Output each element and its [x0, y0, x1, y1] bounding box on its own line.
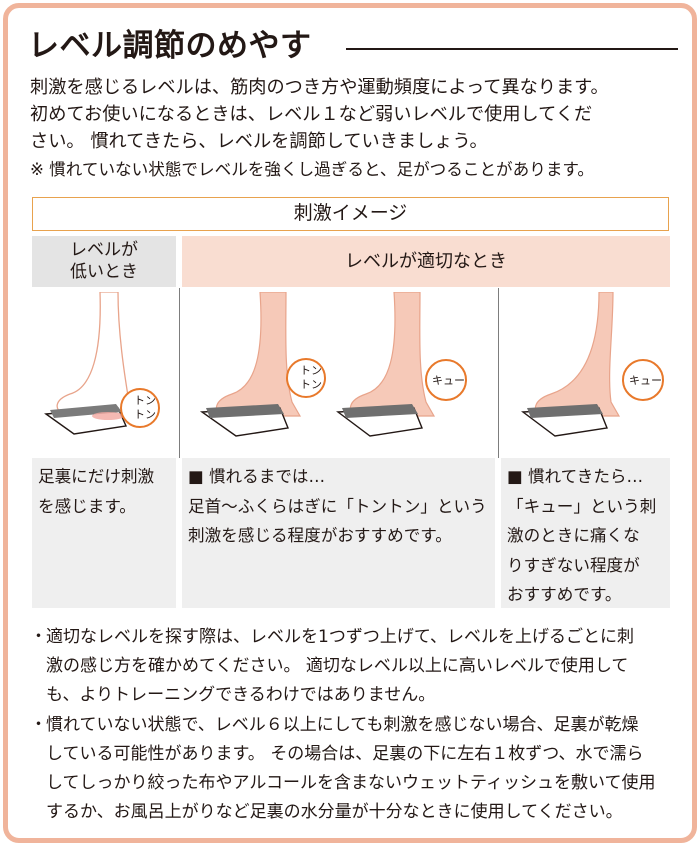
header-low-line: レベルが	[70, 240, 138, 260]
sound-effect-tonton: トン	[134, 394, 156, 407]
title-row: レベル調節のめやす	[28, 26, 678, 70]
description-line: を感じます。	[38, 496, 136, 516]
intro-paragraph: 刺激を感じるレベルは、筋肉のつき方や運動頻度によって異なります。 初めてお使いに…	[30, 74, 680, 155]
column-divider	[179, 288, 180, 458]
sound-effect-tonton: トン	[300, 378, 322, 391]
description-line: 足裏にだけ刺激	[38, 467, 155, 486]
bullet-dot: ・	[30, 627, 47, 647]
bullet-line: 適切なレベルを探す際は、レベルを1つずつ上げて、レベルを上げるごとに刺	[46, 627, 634, 647]
description-line: 「キュー」という刺	[507, 496, 657, 516]
bullet-line: してしっかり絞った布やアルコールを含まないウェットティッシュを敷いて使用	[46, 773, 656, 793]
bullet-item: ・ 慣れていない状態で、レベル６以上にしても刺激を感じない場合、足裏が乾燥 して…	[30, 711, 680, 827]
header-appropriate-level: レベルが適切なとき	[182, 236, 670, 287]
description-line: 足首～ふくらはぎに「トントン」という	[188, 496, 487, 516]
bullet-line: している可能性があります。 その場合は、足裏の下に左右１枚ずつ、水で濡ら	[46, 744, 644, 764]
caution-note: ※ 慣れていない状態でレベルを強くし過ぎると、足がつることがあります。	[30, 160, 594, 179]
sound-effect-tonton: トン	[300, 364, 322, 377]
intro-line: 刺激を感じるレベルは、筋肉のつき方や運動頻度によって異なります。	[30, 77, 609, 98]
description-getting-used: ■ 慣れるまでは… 足首～ふくらはぎに「トントン」という 刺激を感じる程度がおす…	[182, 458, 495, 608]
bullet-line: も、よりトレーニングできるわけではありません。	[46, 685, 436, 705]
bullet-line: するか、お風呂上がりなど足裏の水分量が十分なときに使用してください。	[46, 802, 623, 822]
description-line: 激のときに痛くな	[507, 526, 640, 545]
image-heading: 刺激イメージ	[32, 197, 669, 231]
description-used: ■ 慣れてきたら… 「キュー」という刺 激のときに痛くな りすぎない程度が おす…	[501, 458, 670, 608]
header-low-line: 低いとき	[70, 262, 138, 282]
foot-illustration-kyu-a: キュー	[336, 292, 467, 437]
bullet-line: 慣れていない状態で、レベル６以上にしても刺激を感じない場合、足裏が乾燥	[46, 715, 639, 735]
bullet-dot: ・	[30, 715, 47, 735]
intro-line: さい。 慣れてきたら、レベルを調節していきましょう。	[30, 131, 488, 152]
column-divider	[498, 288, 499, 458]
bullet-list: ・ 適切なレベルを探す際は、レベルを1つずつ上げて、レベルを上げるごとに刺 激の…	[30, 623, 680, 828]
foot-illustration-tonton: トン トン	[199, 292, 326, 437]
description-line: おすすめです。	[507, 585, 622, 604]
sound-effect-kyu: キュー	[629, 374, 662, 387]
description-line: りすぎない程度が	[507, 555, 640, 575]
sound-effect-kyu: キュー	[432, 374, 465, 387]
sound-effect-tonton: トン	[134, 408, 156, 421]
description-line: ■ 慣れるまでは…	[188, 467, 326, 486]
description-low: 足裏にだけ刺激 を感じます。	[32, 458, 176, 608]
page-title: レベル調節のめやす	[28, 28, 312, 64]
bullet-item: ・ 適切なレベルを探す際は、レベルを1つずつ上げて、レベルを上げるごとに刺 激の…	[30, 623, 680, 710]
description-line: 刺激を感じる程度がおすすめです。	[188, 526, 452, 545]
intro-line: 初めてお使いになるときは、レベル１など弱いレベルで使用してくだ	[30, 104, 593, 125]
title-rule	[346, 48, 678, 50]
foot-illustration-low: トン トン	[44, 292, 160, 435]
header-low-level: レベルが 低いとき	[32, 236, 176, 287]
bullet-line: 激の感じ方を確かめてください。 適切なレベル以上に高いレベルで使用して	[46, 656, 629, 676]
foot-illustration-kyu-b: キュー	[521, 292, 664, 437]
description-line: ■ 慣れてきたら…	[507, 467, 644, 486]
